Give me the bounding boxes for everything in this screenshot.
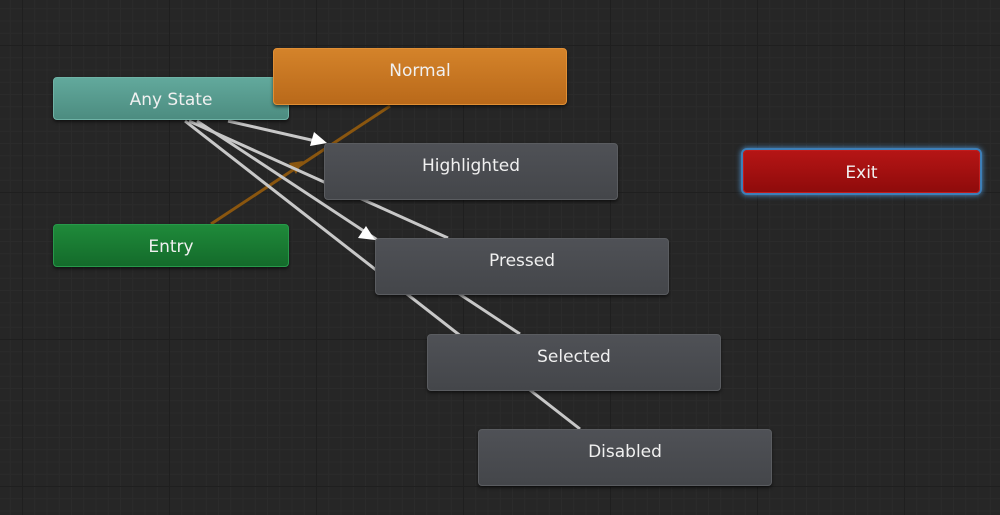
node-label: Normal [389, 61, 451, 81]
node-label: Highlighted [422, 156, 520, 176]
state-node-entry[interactable]: Entry [53, 224, 289, 267]
node-label: Entry [148, 237, 194, 257]
transition-arrow-icon [310, 132, 327, 146]
state-node-normal[interactable]: Normal [273, 48, 567, 105]
state-node-selected[interactable]: Selected [427, 334, 721, 391]
node-label: Pressed [489, 251, 555, 271]
transition-any-to-pressed[interactable] [188, 119, 449, 240]
node-label: Disabled [588, 442, 662, 462]
transition-arrow-icon [358, 226, 375, 240]
transition-any-to-highlighted[interactable] [227, 119, 321, 144]
state-node-any-state[interactable]: Any State [53, 77, 289, 120]
transition-arrow-icon [289, 161, 303, 174]
state-node-highlighted[interactable]: Highlighted [324, 143, 618, 200]
node-label: Selected [537, 347, 611, 367]
state-node-exit[interactable]: Exit [743, 150, 980, 193]
node-label: Any State [129, 90, 213, 110]
node-label: Exit [845, 163, 878, 183]
transition-any-to-selected[interactable] [196, 119, 521, 336]
state-node-disabled[interactable]: Disabled [478, 429, 772, 486]
state-node-pressed[interactable]: Pressed [375, 238, 669, 295]
